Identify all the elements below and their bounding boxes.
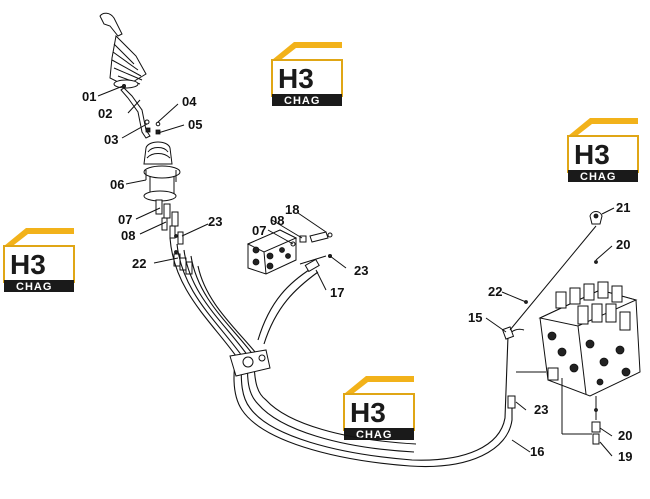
- callout-20: 20: [618, 428, 632, 443]
- watermark-logo: H3 CHAG: [3, 228, 75, 293]
- logo-mark-text: H3: [278, 63, 314, 94]
- callout-03: 03: [104, 132, 118, 147]
- callout-22: 22: [488, 284, 502, 299]
- callout-08: 08: [270, 213, 284, 228]
- watermark-logo: H3 CHAG: [343, 376, 415, 441]
- callout-05: 05: [188, 117, 202, 132]
- pilot-valve-body: [143, 141, 181, 202]
- manifold-supply-hose: [257, 258, 320, 345]
- callout-04: 04: [182, 94, 197, 109]
- logo-brand-text: CHAG: [284, 95, 320, 107]
- logo-brand-text: CHAG: [356, 429, 392, 441]
- watermark-logo: H3 CHAG: [567, 118, 639, 183]
- logo-brand-text: CHAG: [16, 281, 52, 293]
- callout-23: 23: [354, 263, 368, 278]
- pilot-valve-fittings: [155, 199, 184, 245]
- callout-23: 23: [534, 402, 548, 417]
- callout-08: 08: [121, 228, 135, 243]
- hose-clamp: [229, 349, 271, 377]
- logo-mark-text: H3: [10, 249, 46, 280]
- callout-18: 18: [285, 202, 299, 217]
- pilot-hose-bundle: [169, 237, 513, 468]
- callout-01: 01: [82, 89, 96, 104]
- joystick-small-parts: [122, 84, 161, 135]
- callout-21: 21: [616, 200, 630, 215]
- logo-brand-text: CHAG: [580, 171, 616, 183]
- valve-pilot-hose: [501, 326, 525, 409]
- callout-07: 07: [118, 212, 132, 227]
- leader-lines: [97, 85, 615, 457]
- callout-17: 17: [330, 285, 344, 300]
- manifold-fittings: [290, 231, 333, 258]
- watermark-logo: H3 CHAG: [271, 42, 343, 107]
- callout-19: 19: [618, 449, 632, 464]
- valve-side-fittings: [589, 211, 603, 445]
- callout-23: 23: [208, 214, 222, 229]
- logo-mark-text: H3: [574, 139, 610, 170]
- callout-07: 07: [252, 223, 266, 238]
- callout-16: 16: [530, 444, 544, 459]
- leader-dots: [174, 234, 598, 412]
- callout-20: 20: [616, 237, 630, 252]
- callout-02: 02: [98, 106, 112, 121]
- control-lever-rod: [120, 87, 151, 139]
- callout-22: 22: [132, 256, 146, 271]
- control-valve-bank: [538, 281, 641, 397]
- callout-labels: 01 02 03 04 05 06 07 08 23 22 07 08 18 2…: [82, 89, 632, 464]
- joystick-handle: [99, 12, 147, 89]
- manifold-block: [246, 229, 298, 275]
- callout-15: 15: [468, 310, 482, 325]
- callout-06: 06: [110, 177, 124, 192]
- logo-mark-text: H3: [350, 397, 386, 428]
